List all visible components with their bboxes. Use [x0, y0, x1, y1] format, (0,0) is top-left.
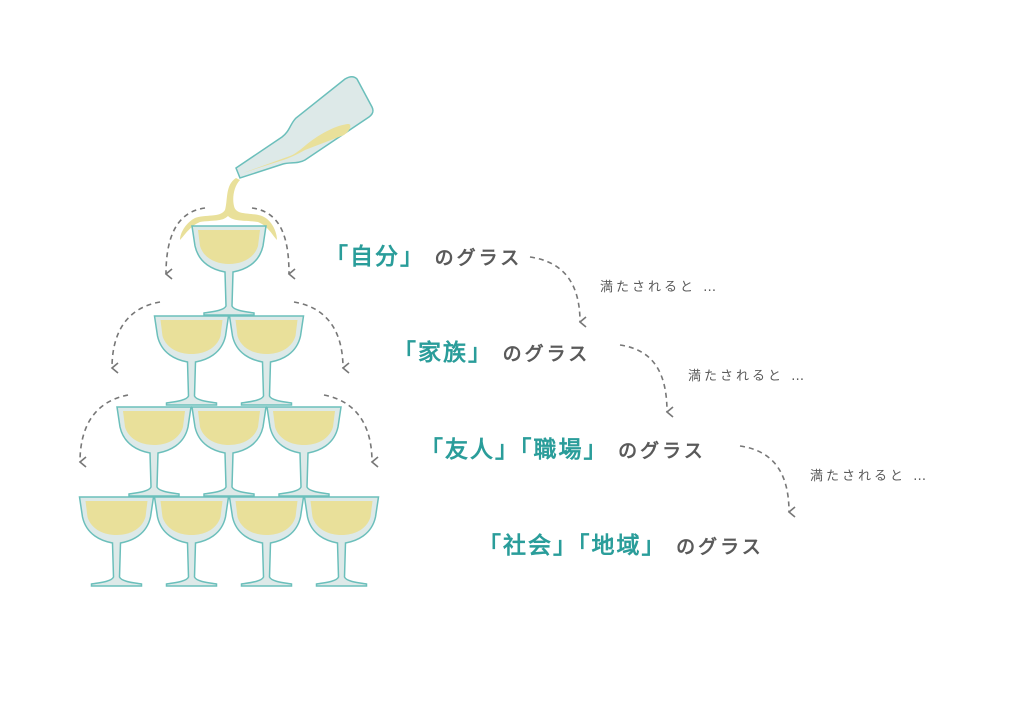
- flow-arrow-icon: [739, 445, 796, 518]
- wine-fill: [160, 320, 223, 354]
- arrow-icon: [78, 394, 129, 468]
- wine-fill: [310, 501, 373, 535]
- wine-fill: [198, 230, 260, 264]
- level-highlight: 「社会」「地域」: [478, 533, 667, 559]
- wine-fill: [235, 320, 298, 354]
- champagne-glass-icon: [228, 496, 305, 587]
- arrow-icon: [110, 301, 161, 374]
- level-label-family: 「家族」 のグラス: [393, 333, 590, 367]
- champagne-glass-icon: [116, 406, 192, 497]
- champagne-glass-icon: [228, 315, 305, 406]
- wine-fill: [235, 501, 298, 535]
- arrow-icon: [251, 207, 296, 280]
- level-suffix: のグラス: [618, 440, 706, 462]
- champagne-glass-icon: [191, 406, 267, 497]
- wine-fill: [273, 411, 335, 445]
- bottle-icon: [235, 76, 374, 179]
- level-suffix: のグラス: [676, 536, 764, 558]
- level-suffix: のグラス: [434, 247, 523, 269]
- level-label-friends-work: 「友人」「職場」 のグラス: [420, 430, 706, 464]
- arrow-icon: [323, 394, 379, 468]
- level-label-self: 「自分」 のグラス: [325, 237, 522, 271]
- wine-fill: [123, 411, 185, 445]
- champagne-glass-icon: [153, 315, 230, 406]
- transition-text: 満たされると …: [688, 369, 808, 384]
- champagne-glass-icon: [153, 496, 230, 587]
- pouring-wine: [180, 178, 277, 240]
- wine-fill: [160, 501, 223, 535]
- glass-tower: [78, 225, 380, 587]
- transition-text: 満たされると …: [600, 280, 720, 295]
- champagne-glass-icon: [191, 225, 267, 316]
- arrow-icon: [164, 207, 206, 280]
- champagne-glass-icon: [303, 496, 380, 587]
- level-label-society-community: 「社会」「地域」 のグラス: [478, 526, 764, 560]
- level-suffix: のグラス: [502, 343, 591, 365]
- champagne-glass-icon: [78, 496, 155, 587]
- wine-fill: [198, 411, 260, 445]
- level-highlight: 「家族」: [393, 340, 493, 366]
- overflow-arrows: [78, 207, 796, 518]
- wine-fill: [85, 501, 148, 535]
- transition-text: 満たされると …: [810, 469, 930, 484]
- arrow-icon: [293, 301, 350, 374]
- champagne-glass-icon: [266, 406, 342, 497]
- flow-arrow-icon: [619, 344, 674, 418]
- flow-arrow-icon: [529, 256, 587, 328]
- level-highlight: 「友人」「職場」: [420, 437, 609, 463]
- level-highlight: 「自分」: [325, 244, 425, 270]
